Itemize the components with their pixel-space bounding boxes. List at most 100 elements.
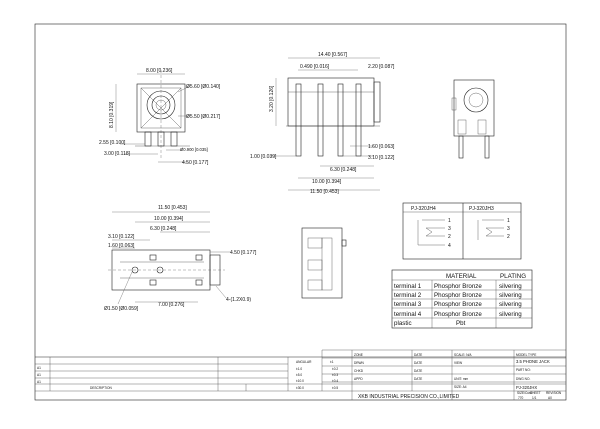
- tol-header: ANGULAR: [296, 360, 312, 364]
- col-plating: PLATING: [500, 273, 526, 280]
- tol-row: ±0.5: [332, 386, 338, 390]
- tol-row: ±1.0: [296, 367, 302, 371]
- row-material: Phosphor Bronze: [434, 311, 482, 318]
- tol-row: ±0.2: [332, 367, 338, 371]
- tol-header: ±1: [330, 360, 334, 364]
- dim-front-d2: Ø5.50 [Ø0.217]: [186, 114, 221, 120]
- dim-bottom-310: 3.10 [0.122]: [108, 234, 135, 240]
- row-plating: silvering: [499, 292, 522, 299]
- dim-bottom-630: 6.30 [0.248]: [150, 226, 177, 232]
- left-pin-3: 3: [448, 226, 451, 232]
- pin-schematic: PJ-320JH4 PJ-320JH3 1 3 2 4 1 3 2: [402, 202, 522, 260]
- dim-bottom-1000: 10.00 [0.394]: [154, 216, 184, 222]
- zone-label: ZONE: [354, 353, 363, 357]
- dim-bottom-hole: Ø1.50 [Ø0.059]: [104, 306, 139, 312]
- row-material: Pbt: [456, 320, 466, 327]
- row-material: Phosphor Bronze: [434, 292, 482, 299]
- row-plating: silvering: [499, 301, 522, 308]
- dim-bottom-160: 1.60 [0.063]: [108, 243, 135, 249]
- dim-bottom-700: 7.00 [0.276]: [158, 302, 185, 308]
- dim-side-310: 3.10 [0.122]: [368, 155, 395, 161]
- date-label: DATE: [414, 369, 422, 373]
- schematic-left-title: PJ-320JH4: [411, 206, 436, 212]
- dim-front-height: 8.10 [0.319]: [109, 101, 115, 128]
- date-label: DATE: [414, 353, 422, 357]
- footer-label: REVISION: [546, 391, 562, 395]
- dim-side-0490: 0.490 [0.016]: [300, 64, 330, 70]
- company-name: XKB INDUSTRIAL PRECISION CO.,LIMITED: [358, 394, 460, 400]
- bottom-view: 11.50 [0.453] 10.00 [0.394] 6.30 [0.248]…: [104, 205, 257, 312]
- footer-value: 770: [518, 396, 524, 400]
- side-view: 14.40 [0.567] 0.490 [0.016] 2.20 [0.087]…: [250, 52, 395, 195]
- chkd-label: CHKD: [354, 369, 364, 373]
- side-detail-view: [301, 227, 347, 299]
- view-label: VIEW: [454, 361, 462, 365]
- row-plating: silvering: [499, 311, 522, 318]
- size-label: SIZE: A4: [454, 385, 467, 389]
- row-label: plastic: [394, 320, 412, 327]
- part-no-label: PART NO:: [516, 368, 531, 372]
- dwg-no-value: PJ-320JHX: [516, 385, 537, 390]
- appd-label: APPD: [354, 377, 363, 381]
- footer-label: SIZE/Cust: [517, 391, 532, 395]
- dim-side-1000: 10.00 [0.394]: [312, 179, 342, 185]
- dim-bottom-1150: 11.50 [0.453]: [158, 205, 187, 211]
- sheet-border: [34, 23, 567, 401]
- row-label: terminal 2: [394, 292, 422, 299]
- right-pin-3: 3: [507, 226, 510, 232]
- dim-side-220: 2.20 [0.087]: [368, 64, 395, 70]
- rev-a1: A1: [37, 373, 41, 377]
- dim-side-630: 6.30 [0.248]: [330, 167, 357, 173]
- left-pin-2: 2: [448, 234, 451, 240]
- dim-bottom-450: 4.50 [0.177]: [230, 250, 257, 256]
- row-plating: silvering: [499, 283, 522, 290]
- date-label: DATE: [414, 377, 422, 381]
- tol-row: ±5.0: [296, 373, 302, 377]
- unit-label: UNIT: mm: [454, 377, 469, 381]
- left-pin-4: 4: [448, 243, 451, 249]
- right-pin-2: 2: [507, 234, 510, 240]
- col-material: MATERIAL: [446, 273, 477, 280]
- schematic-right-title: PJ-320JH3: [469, 206, 494, 212]
- tol-row: ±30.0: [296, 386, 304, 390]
- tol-row: ±0.3: [332, 373, 338, 377]
- row-label: terminal 1: [394, 283, 422, 290]
- front-view: 8.00 [0.236] 8.10 [0.319] Ø5.60 [Ø0.140]…: [99, 68, 221, 166]
- scale-label: SCALE: N/A: [454, 353, 472, 357]
- dim-front-d1: Ø5.60 [Ø0.140]: [186, 84, 221, 90]
- rev-a1: A1: [37, 366, 41, 370]
- date-label: DATE: [414, 361, 422, 365]
- left-pin-1: 1: [448, 218, 451, 224]
- tol-row: ±10.0: [296, 379, 304, 383]
- dim-front-255: 2.55 [0.100]: [99, 140, 126, 146]
- dim-bottom-slot: 4-(1.2X0.9): [226, 297, 251, 303]
- material-table: MATERIAL PLATING terminal 1 Phosphor Bro…: [391, 269, 533, 329]
- row-material: Phosphor Bronze: [434, 283, 482, 290]
- dim-side-100: 1.00 [0.039]: [250, 154, 277, 160]
- right-pin-1: 1: [507, 218, 510, 224]
- desc-label: DESCRIPTION: [90, 386, 112, 390]
- dwg-no-label: DWG NO.: [516, 377, 530, 381]
- model-type-value: 3.5 PHONE JACK: [516, 359, 550, 364]
- drwn-label: DRWN: [354, 361, 365, 365]
- footer-value: 1/1: [532, 396, 537, 400]
- dim-side-160: 1.60 [0.063]: [368, 144, 395, 150]
- row-label: terminal 3: [394, 301, 422, 308]
- footer-value: A0: [548, 396, 552, 400]
- model-type-label: MODEL TYPE: [516, 353, 536, 357]
- title-block: A1 A1 A1 DESCRIPTION ANGULAR ±1 ±1.0 ±0.…: [35, 349, 566, 400]
- dim-side-1150: 11.50 [0.453]: [310, 189, 339, 195]
- row-material: Phosphor Bronze: [434, 301, 482, 308]
- rev-a1: A1: [37, 380, 41, 384]
- footer-label: SHEET: [530, 391, 541, 395]
- tol-row: ±0.4: [332, 379, 338, 383]
- dim-side-320: 3.20 [0.126]: [269, 85, 275, 112]
- dim-front-d3: Ø0.900 [0.035]: [180, 147, 208, 152]
- dim-side-top: 14.40 [0.567]: [318, 52, 348, 58]
- row-label: terminal 4: [394, 311, 422, 318]
- dim-front-width: 8.00 [0.236]: [146, 68, 173, 74]
- end-view: [451, 79, 495, 159]
- dim-front-450: 4.50 [0.177]: [182, 160, 209, 166]
